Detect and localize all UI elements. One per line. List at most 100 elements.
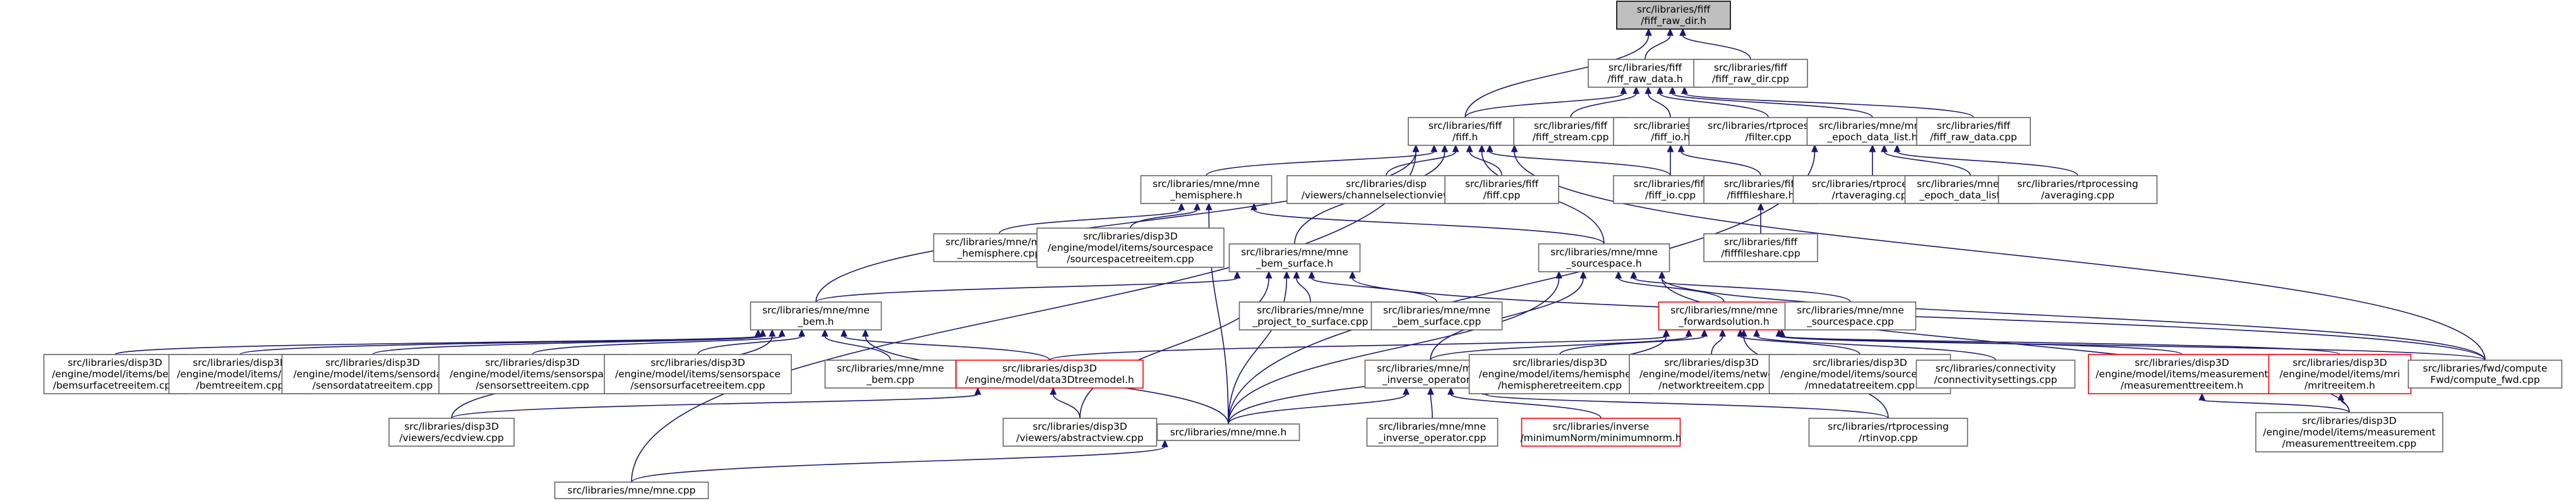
graph-node-conn-cpp[interactable]: src/libraries/connectivity/connectivitys… xyxy=(1915,360,2076,389)
node-label-line: /hemispheretreeitem.cpp xyxy=(1498,380,1622,391)
edge-arrowhead xyxy=(1680,86,1688,94)
node-label-line: /mritreeitem.h xyxy=(2304,380,2375,391)
graph-node-fiff-h[interactable]: src/libraries/fiff/fiff.h xyxy=(1408,117,1523,146)
graph-edge xyxy=(1677,144,1761,176)
graph-node-computefwd-cpp[interactable]: src/libraries/fwd/computeFwd/compute_fwd… xyxy=(2407,360,2563,389)
node-label-line: src/libraries/disp3D xyxy=(1812,357,1907,368)
node-label-line: src/libraries/disp3D xyxy=(2302,415,2397,427)
graph-node-mne-h[interactable]: src/libraries/mne/mne.h xyxy=(1156,423,1300,441)
edge-line xyxy=(1130,209,1198,229)
graph-node-mne-cpp[interactable]: src/libraries/mne/mne.cpp xyxy=(554,482,709,499)
node-label-line: /fiff_stream.cpp xyxy=(1533,131,1609,143)
graph-node-fiff-cpp[interactable]: src/libraries/fiff/fiff.cpp xyxy=(1444,175,1559,204)
node-box xyxy=(1002,418,1158,447)
node-label-line: _inverse_operator.cpp xyxy=(1378,432,1487,444)
graph-node-raw-data-cpp[interactable]: src/libraries/fiff/fiff_raw_data.cpp xyxy=(1916,117,2031,146)
graph-node-mri-h[interactable]: src/libraries/disp3D/engine/model/items/… xyxy=(2268,354,2412,394)
node-label-line: /fiff_io.h xyxy=(1651,131,1690,143)
graph-node-minnorm-h[interactable]: src/libraries/inverse/minimumNorm/minimu… xyxy=(1520,418,1682,447)
node-label-line: src/libraries/mne/mne xyxy=(1257,305,1364,316)
edge-arrowhead xyxy=(1403,387,1410,395)
graph-node-fwdsol-h[interactable]: src/libraries/mne/mne_forwardsolution.h xyxy=(1658,301,1790,330)
graph-edge xyxy=(998,202,1185,234)
node-label-line: src/libraries/disp3D xyxy=(485,357,580,368)
node-label-line: _bem_surface.h xyxy=(1255,258,1333,270)
node-label-line: src/libraries/fiff xyxy=(1637,4,1710,15)
node-label-line: _sourcespace.h xyxy=(1566,258,1641,270)
graph-node-srcspace-cpp[interactable]: src/libraries/mne/mne_sourcespace.cpp xyxy=(1784,301,1917,330)
edge-arrowhead xyxy=(1644,28,1652,36)
node-label-line: /sensordatatreeitem.cpp xyxy=(313,380,433,391)
node-box xyxy=(1915,360,2076,389)
graph-node-bemsurf-cpp[interactable]: src/libraries/mne/mne_bem_surface.cpp xyxy=(1370,301,1503,330)
graph-node-srcspace-h[interactable]: src/libraries/mne/mne_sourcespace.h xyxy=(1538,243,1670,272)
edge-line xyxy=(1680,151,1761,176)
graph-edge xyxy=(1656,86,1769,118)
graph-edge xyxy=(1680,86,1974,118)
edge-line xyxy=(1296,277,1311,303)
edge-line xyxy=(697,336,803,355)
graph-node-bem-cpp[interactable]: src/libraries/mne/mne_bem.cpp xyxy=(824,360,957,389)
graph-node-sensorsurf-cpp[interactable]: src/libraries/disp3D/engine/model/items/… xyxy=(604,354,792,394)
graph-node-srcspacetree-cpp[interactable]: src/libraries/disp3D/engine/model/items/… xyxy=(1036,227,1225,268)
node-box xyxy=(1408,117,1523,146)
node-label-line: src/libraries/disp3D xyxy=(1083,231,1178,242)
node-label-line: src/libraries/fiff xyxy=(1724,236,1797,248)
edge-line xyxy=(1781,336,2486,361)
graph-node-epoch-h[interactable]: src/libraries/mne/mne_epoch_data_list.h xyxy=(1806,117,1939,146)
node-label-line: /engine/model/items/bem xyxy=(177,368,303,380)
graph-node-hemitree-cpp[interactable]: src/libraries/disp3D/engine/model/items/… xyxy=(1468,354,1651,394)
edge-arrowhead xyxy=(1644,86,1652,94)
graph-node-raw-dir-cpp[interactable]: src/libraries/fiff/fiff_raw_dir.cpp xyxy=(1693,59,1808,88)
graph-node-sensordata-cpp[interactable]: src/libraries/disp3D/engine/model/items/… xyxy=(281,354,464,394)
node-label-line: /engine/model/items/measurement xyxy=(2095,368,2268,380)
graph-edge xyxy=(815,144,1420,303)
node-label-line: src/libraries/mne/mne xyxy=(1241,246,1348,258)
node-box xyxy=(1658,301,1790,330)
graph-edge xyxy=(1644,28,1674,60)
node-label-line: /rtinvop.cpp xyxy=(1859,432,1917,444)
graph-node-bem-h[interactable]: src/libraries/mne/mne_bem.h xyxy=(750,301,882,330)
graph-node-meastree-h[interactable]: src/libraries/disp3D/engine/model/items/… xyxy=(2088,354,2276,394)
graph-edge xyxy=(1668,86,1873,118)
node-label-line: /fiff_raw_data.cpp xyxy=(1930,131,2017,143)
node-label-line: _sourcespace.cpp xyxy=(1806,316,1894,328)
node-label-line: src/libraries/rtprocessing xyxy=(2017,178,2138,190)
graph-node-nettree-cpp[interactable]: src/libraries/disp3D/engine/model/items/… xyxy=(1629,354,1794,394)
node-box xyxy=(388,418,515,447)
graph-node-raw-data-h[interactable]: src/libraries/fiff/fiff_raw_data.h xyxy=(1588,59,1703,88)
graph-node-fiff-stream-cpp[interactable]: src/libraries/fiff/fiff_stream.cpp xyxy=(1513,117,1628,146)
graph-node-bemsurf-h[interactable]: src/libraries/mne/mne_bem_surface.h xyxy=(1228,243,1361,272)
edge-line xyxy=(1644,35,1671,60)
graph-node-rtinvop-cpp[interactable]: src/libraries/rtprocessing/rtinvop.cpp xyxy=(1808,418,1968,447)
edge-line xyxy=(1386,151,1456,176)
node-label-line: src/libraries/mne/mne xyxy=(1917,178,2024,190)
graph-node-ecd-cpp[interactable]: src/libraries/disp3D/viewers/ecdview.cpp xyxy=(388,418,515,447)
node-label-line: src/libraries/fiff xyxy=(1724,178,1797,190)
graph-node-avg-cpp[interactable]: src/libraries/rtprocessing/averaging.cpp xyxy=(1998,175,2158,204)
graph-node-abstract-cpp[interactable]: src/libraries/disp3D/viewers/abstractvie… xyxy=(1002,418,1158,447)
graph-edge xyxy=(1711,329,1727,355)
graph-node-fileshare-h[interactable]: src/libraries/fiff/fifffileshare.h xyxy=(1703,175,1818,204)
graph-node-fileshare-cpp[interactable]: src/libraries/fiff/fifffileshare.cpp xyxy=(1703,233,1818,262)
node-label-line: /fiff_io.cpp xyxy=(1645,190,1696,202)
node-box xyxy=(1468,354,1651,394)
edge-line xyxy=(1633,277,1851,303)
edge-line xyxy=(815,151,1417,303)
edge-line xyxy=(1711,336,1723,355)
edge-line xyxy=(1311,277,1437,303)
node-box xyxy=(1998,175,2158,204)
edge-arrowhead xyxy=(1486,144,1494,152)
graph-node-hemi-h[interactable]: src/libraries/mne/mne_hemisphere.h xyxy=(1140,175,1273,204)
node-label-line: src/libraries/disp3D xyxy=(68,357,162,368)
graph-node-proj-cpp[interactable]: src/libraries/mne/mne_project_to_surface… xyxy=(1238,301,1382,330)
graph-node-meastree-cpp[interactable]: src/libraries/disp3D/engine/model/items/… xyxy=(2255,412,2443,452)
edge-arrowhead xyxy=(1881,144,1888,152)
node-label-line: src/libraries/rtprocessing xyxy=(1708,120,1829,131)
graph-node-invop-cpp[interactable]: src/libraries/mne/mne_inverse_operator.c… xyxy=(1366,418,1499,447)
graph-node-bemsurftree-cpp[interactable]: src/libraries/disp3D/engine/model/items/… xyxy=(43,354,187,394)
node-box xyxy=(1808,418,1968,447)
graph-node-data3d-h[interactable]: src/libraries/disp3D/engine/model/data3D… xyxy=(956,360,1144,389)
graph-node-sensorset-cpp[interactable]: src/libraries/disp3D/engine/model/items/… xyxy=(438,354,626,394)
